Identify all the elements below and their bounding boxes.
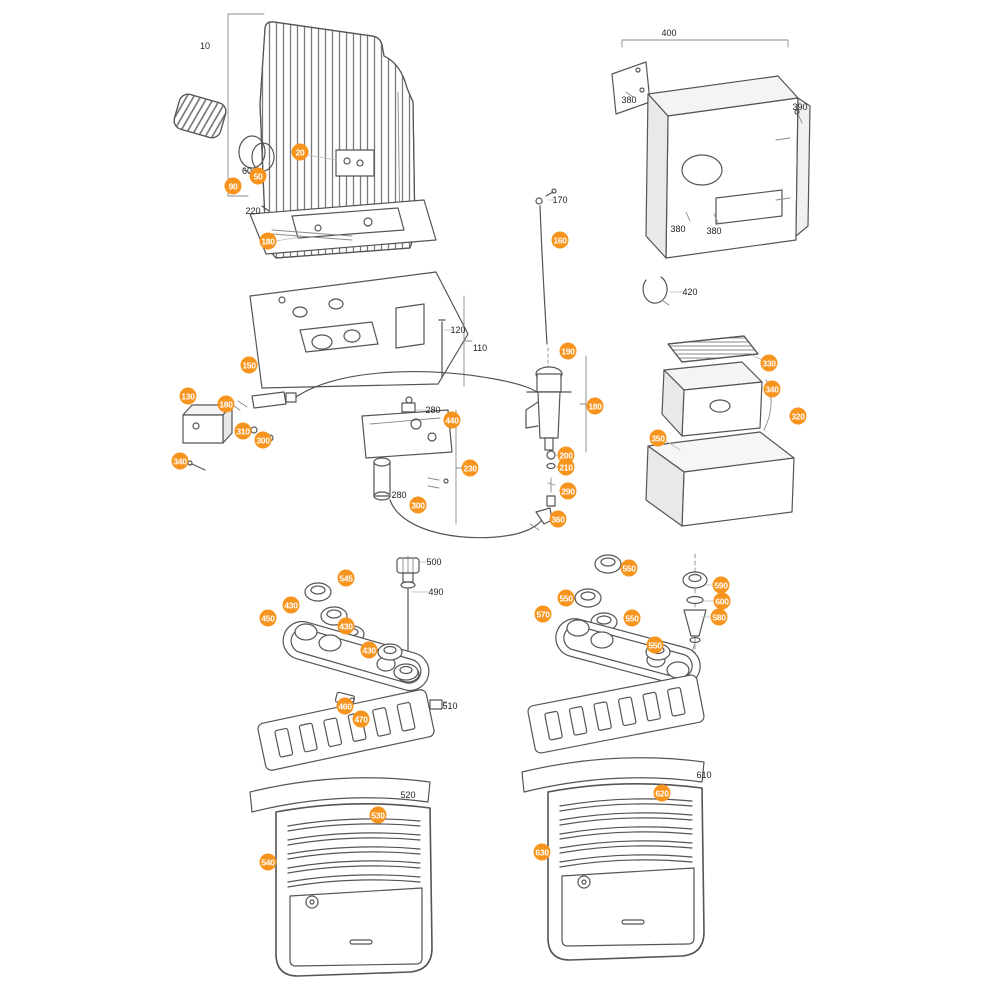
- part-badge-320[interactable]: 320: [789, 407, 807, 425]
- part-badge-340[interactable]: 340: [763, 380, 781, 398]
- part-badge-210[interactable]: 210: [557, 458, 575, 476]
- air-collector-drawing: [661, 335, 772, 437]
- part-badge-160[interactable]: 160: [551, 231, 569, 249]
- part-number-label-510: 510: [442, 701, 458, 711]
- part-badge-180[interactable]: 180: [217, 395, 235, 413]
- part-number-label-220: 220: [245, 206, 261, 216]
- part-badge-470[interactable]: 470: [352, 710, 370, 728]
- part-badge-580[interactable]: 580: [710, 608, 728, 626]
- part-badge-590[interactable]: 590: [712, 576, 730, 594]
- part-badge-630[interactable]: 630: [533, 843, 551, 861]
- part-badge-150[interactable]: 150: [240, 356, 258, 374]
- part-number-label-10: 10: [199, 41, 211, 51]
- clamp-rings-drawing: [238, 135, 275, 177]
- part-number-label-280: 280: [391, 490, 407, 500]
- base-pan-drawing: [249, 271, 473, 389]
- exhaust-duct-icon: [173, 93, 227, 139]
- part-badge-300[interactable]: 300: [409, 496, 427, 514]
- part-number-label-380: 380: [621, 95, 637, 105]
- part-badge-545[interactable]: 545: [337, 569, 355, 587]
- part-badge-180[interactable]: 180: [259, 232, 277, 250]
- part-badge-570[interactable]: 570: [534, 605, 552, 623]
- left-control-assembly-drawing: [249, 555, 448, 977]
- part-badge-440[interactable]: 440: [443, 411, 461, 429]
- rear-mount-box-drawing: [611, 39, 811, 259]
- part-badge-230[interactable]: 230: [461, 459, 479, 477]
- part-badge-330[interactable]: 330: [760, 354, 778, 372]
- part-number-label-380: 380: [706, 226, 722, 236]
- part-badge-190[interactable]: 190: [559, 342, 577, 360]
- part-number-label-490: 490: [428, 587, 444, 597]
- part-badge-600[interactable]: 600: [713, 592, 731, 610]
- part-badge-300[interactable]: 300: [254, 431, 272, 449]
- part-number-label-110: 110: [472, 343, 488, 353]
- electrode-rod-drawing: [535, 188, 557, 369]
- part-badge-130[interactable]: 130: [179, 387, 197, 405]
- part-badge-50[interactable]: 50: [249, 167, 267, 185]
- part-number-label-420: 420: [682, 287, 698, 297]
- part-number-label-60: 60: [241, 166, 253, 176]
- part-badge-620[interactable]: 620: [653, 784, 671, 802]
- part-badge-550[interactable]: 550: [557, 589, 575, 607]
- part-badge-430[interactable]: 430: [282, 596, 300, 614]
- heat-exchanger-drawing: [227, 13, 416, 259]
- part-badge-540[interactable]: 540: [259, 853, 277, 871]
- part-badge-180[interactable]: 180: [586, 397, 604, 415]
- part-badge-530[interactable]: 530: [369, 806, 387, 824]
- control-valve-drawing: [525, 355, 587, 531]
- part-badge-450[interactable]: 450: [259, 609, 277, 627]
- part-badge-460[interactable]: 460: [336, 697, 354, 715]
- part-badge-430[interactable]: 430: [360, 641, 378, 659]
- circlip-drawing: [642, 276, 685, 306]
- part-number-label-170: 170: [552, 195, 568, 205]
- right-control-assembly-drawing: [521, 553, 714, 961]
- part-number-label-380: 380: [670, 224, 686, 234]
- part-badge-550[interactable]: 550: [623, 609, 641, 627]
- part-badge-90[interactable]: 90: [224, 177, 242, 195]
- part-badge-350[interactable]: 350: [649, 429, 667, 447]
- part-badge-20[interactable]: 20: [291, 143, 309, 161]
- part-number-label-610: 610: [696, 770, 712, 780]
- part-badge-550[interactable]: 550: [620, 559, 638, 577]
- part-badge-310[interactable]: 310: [234, 422, 252, 440]
- lower-tray-drawing: [645, 431, 795, 527]
- part-number-label-390: 390: [792, 102, 808, 112]
- part-badge-550[interactable]: 550: [646, 636, 664, 654]
- part-badge-360[interactable]: 360: [549, 510, 567, 528]
- part-badge-430[interactable]: 430: [337, 617, 355, 635]
- part-number-label-280: 280: [425, 405, 441, 415]
- part-number-label-120: 120: [450, 325, 466, 335]
- part-badge-340[interactable]: 340: [171, 452, 189, 470]
- part-number-label-400: 400: [661, 28, 677, 38]
- part-number-label-520: 520: [400, 790, 416, 800]
- part-badge-290[interactable]: 290: [559, 482, 577, 500]
- gas-valve-assembly-drawing: [230, 370, 547, 539]
- control-box-drawing: [182, 404, 233, 471]
- part-number-label-500: 500: [426, 557, 442, 567]
